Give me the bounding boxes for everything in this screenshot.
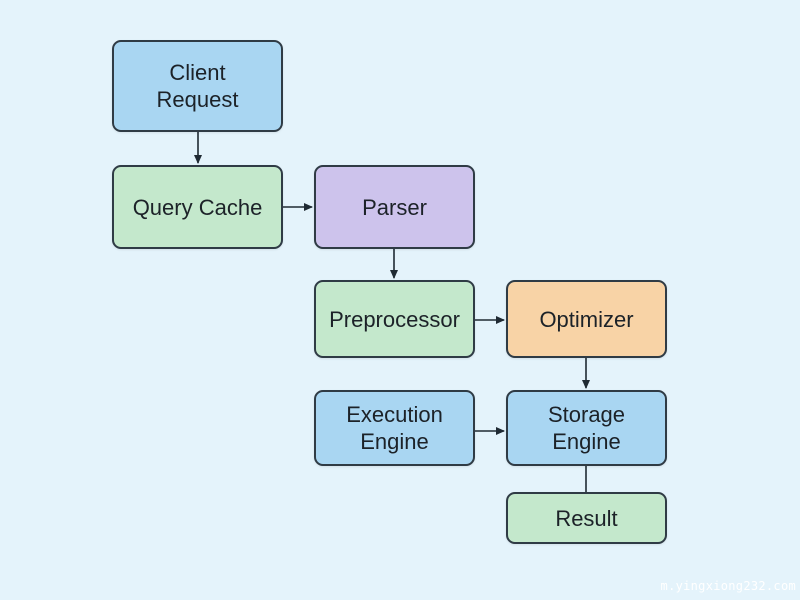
node-preprocessor: Preprocessor (314, 280, 475, 358)
node-query-cache: Query Cache (112, 165, 283, 249)
node-parser: Parser (314, 165, 475, 249)
node-execution-engine: Execution Engine (314, 390, 475, 466)
node-client-request: Client Request (112, 40, 283, 132)
watermark-text: m.yingxiong232.com (660, 579, 796, 593)
node-storage-engine: Storage Engine (506, 390, 667, 466)
node-optimizer: Optimizer (506, 280, 667, 358)
node-result: Result (506, 492, 667, 544)
